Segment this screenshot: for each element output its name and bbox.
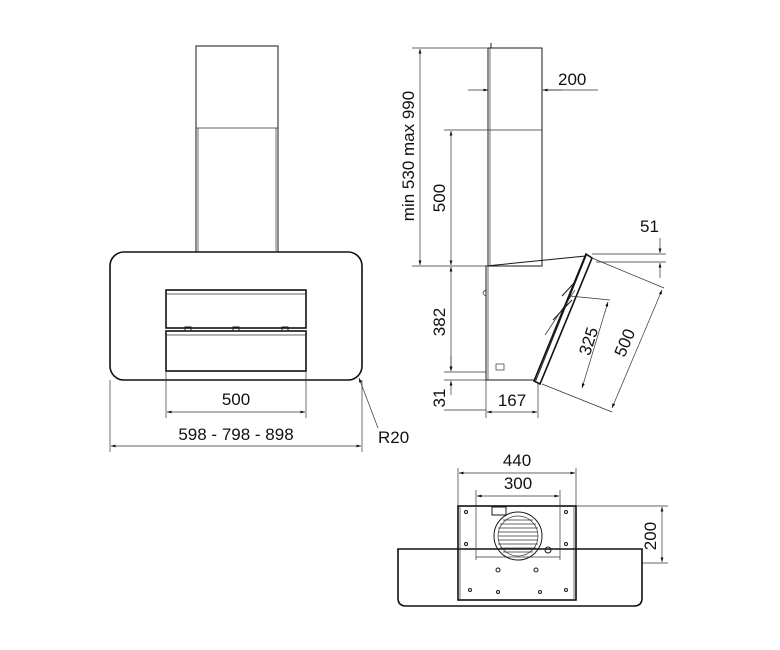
side-view: 200 min 530 max 990 500 382 31 167 51 [399,43,666,418]
top-glass-plate [397,548,643,607]
top-depth-label: 200 [641,522,660,550]
base-depth-label: 167 [498,391,526,410]
body-height-label: 382 [430,308,449,336]
bottom-label: 31 [430,389,449,408]
fan-grille [493,511,543,561]
front-upper-panel [165,289,307,329]
front-width-label: 598 - 798 - 898 [178,425,293,444]
glass-length-dimension [611,289,663,409]
side-chimney [487,47,543,267]
radius-leader [358,377,379,429]
front-view: 500 598 - 798 - 898 R20 [109,45,409,452]
front-inner-width-label: 500 [222,390,250,409]
side-hood-body [485,255,587,381]
glass-inner-label: 325 [575,325,602,358]
top-view: 440 300 200 [397,451,668,607]
front-hood-body [109,251,363,381]
radius-label: R20 [378,428,409,447]
top-motor-box [457,505,577,601]
side-glass-panel [532,252,593,386]
top-outer-width-label: 440 [503,451,531,470]
front-chimney [195,45,279,253]
front-lower-panel [165,330,307,372]
upper-chimney-label: 500 [430,184,449,212]
glass-offset-label: 51 [640,217,659,236]
glass-inner-dimension [581,301,609,389]
chimney-depth-label: 200 [558,70,586,89]
top-inner-width-label: 300 [504,474,532,493]
chimney-height-label: min 530 max 990 [399,91,418,221]
